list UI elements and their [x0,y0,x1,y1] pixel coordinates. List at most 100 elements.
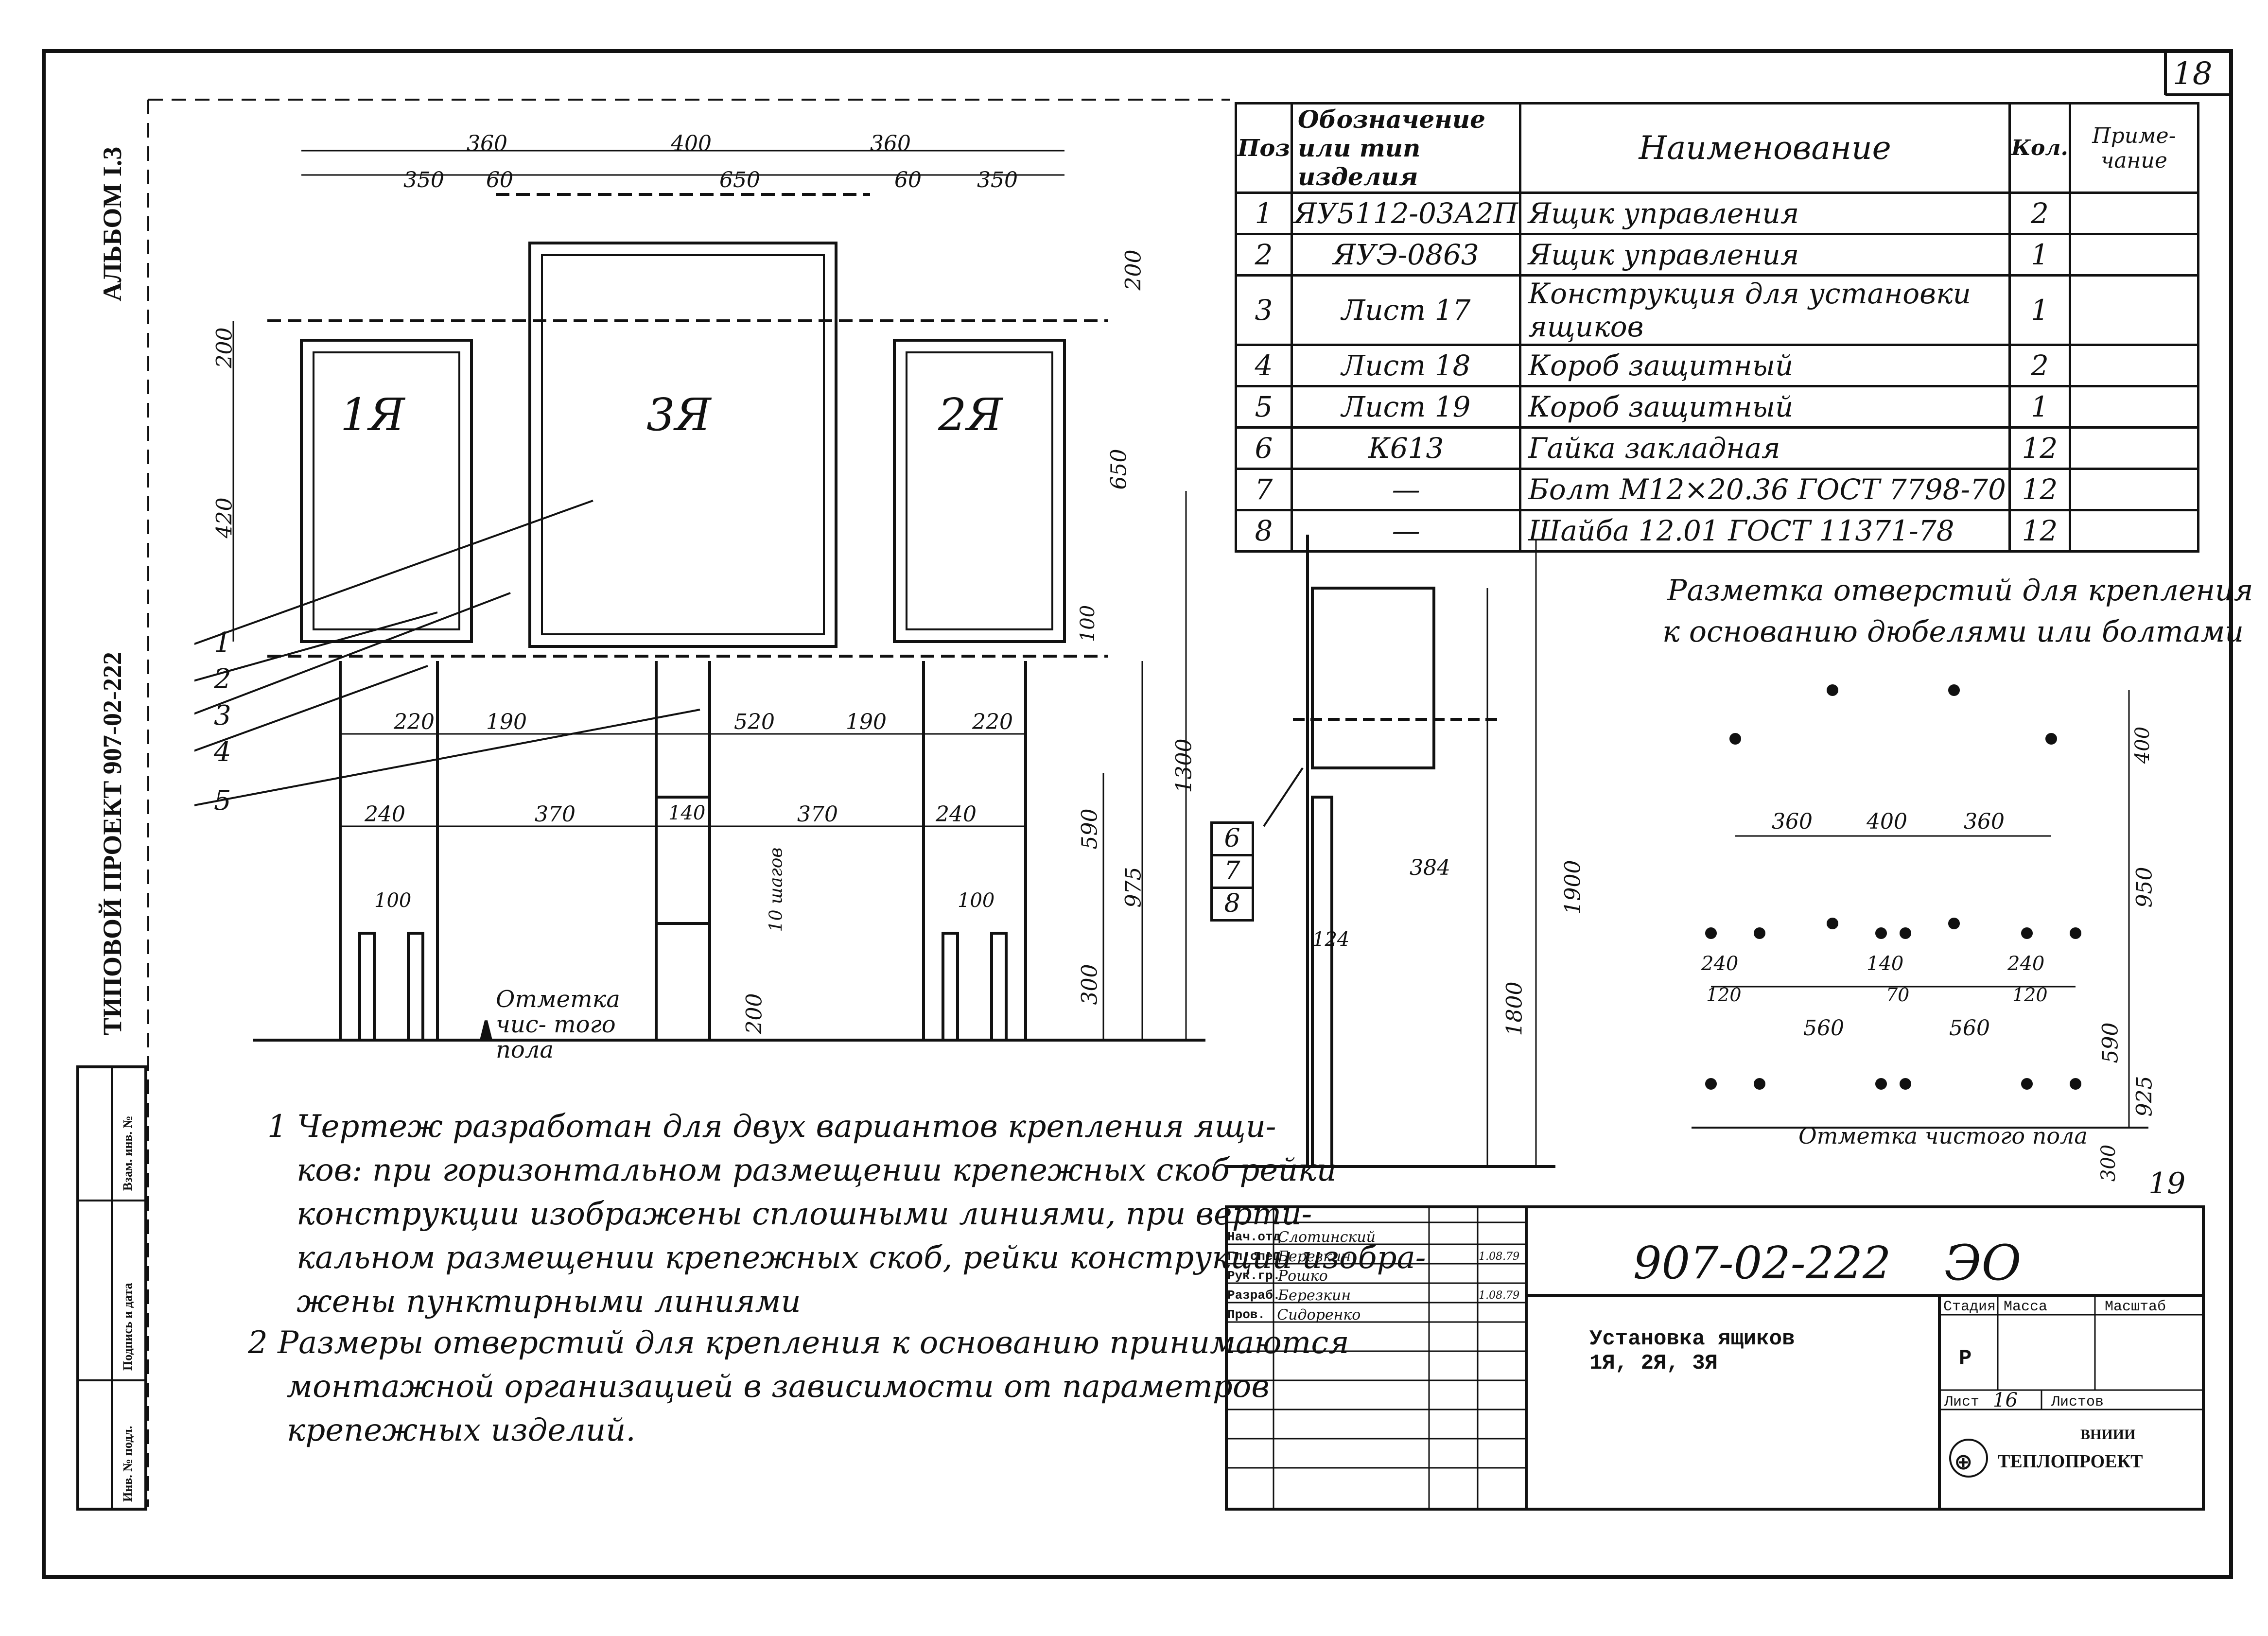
holes-dim-240a: 240 [1701,953,1739,975]
holes-dim-h3: 360 [1964,809,2005,834]
org-line1: ВНИИИ [2080,1427,2136,1443]
role-date: 1.08.79 [1479,1289,1520,1302]
dim-top-3: 360 [870,131,911,156]
spec-cell-note [2068,426,2200,470]
callout-5: 5 [214,785,231,817]
dim-low-2: 370 [535,802,576,827]
dim-low-3: 140 [668,802,706,824]
holes-dim-v3: 590 [2098,1022,2123,1063]
spec-cell-pos: 7 [1235,468,1293,511]
dim-top-1: 360 [467,131,507,156]
dim-vert-1300: 1300 [1171,738,1197,793]
role-name: Березкин [1278,1248,1351,1265]
scale-label: Масштаб [2105,1299,2166,1315]
spec-cell-designation: — [1290,468,1522,511]
note-line-5: жены пунктирными линиями [297,1284,801,1320]
spec-header-pos: Поз [1235,102,1293,194]
holes-drawing [1692,684,2148,1129]
spec-cell-name: Короб защитный [1519,385,2011,429]
role-name: Березкин [1278,1287,1351,1304]
dim-top2-5: 350 [977,168,1018,192]
spec-header-designation: Обозначение или тип изделия [1290,102,1522,194]
note-line-7: монтажной организацией в зависимости от … [287,1369,1270,1405]
spec-cell-designation: Лист 18 [1290,344,1522,387]
holes-title-line1: Разметка отверстий для крепления [1667,574,2253,608]
box-label-1ya: 1Я [340,389,405,441]
holes-dim-120b: 120 [2012,984,2048,1006]
stamp-label-replace: Взам. инв. № [121,1115,135,1191]
dim-vert-200: 200 [742,993,767,1034]
holes-dim-560a: 560 [1803,1016,1844,1041]
dim-mid-1: 220 [394,710,435,734]
org-line2: ТЕПЛОПРОЕКТ [1998,1451,2143,1472]
spec-cell-designation: К613 [1290,426,1522,470]
side-dim-1900: 1900 [1560,860,1586,915]
spec-cell-designation: Лист 19 [1290,385,1522,429]
spec-cell-designation: ЯУЭ-0863 [1290,233,1522,277]
note-line-2: ков: при горизонтальном размещении крепе… [297,1152,1337,1188]
spec-cell-pos: 6 [1235,426,1293,470]
box-label-3ya: 3Я [646,389,711,441]
spec-cell-qty: 2 [2008,344,2071,387]
spec-cell-designation: — [1290,509,1522,553]
holes-dim-70: 70 [1886,984,1910,1006]
dim-mid-3: 520 [734,710,775,734]
dim-top2-1: 350 [403,168,444,192]
spec-header-note: Приме- чание [2068,102,2200,194]
spec-cell-pos: 2 [1235,233,1293,277]
spec-cell-qty: 1 [2008,274,2071,346]
dim-low-4: 370 [797,802,838,827]
dim-left-2: 420 [212,497,237,539]
side-callout-6: 6 [1213,824,1252,856]
dim-top2-4: 60 [894,168,922,192]
callout-1: 1 [214,627,231,659]
role-title: Нач.отд [1227,1230,1281,1244]
spec-cell-name: Гайка закладная [1519,426,2011,470]
dim-vert-590: 590 [1077,808,1102,850]
side-dim-384: 384 [1410,855,1450,880]
dim-mid-4: 190 [846,710,887,734]
spec-cell-note [2068,274,2200,346]
dim-top2-2: 60 [486,168,513,192]
note-line-4: кальном размещении крепежных скоб, рейки… [297,1240,1426,1276]
project-label: ТИПОВОЙ ПРОЕКТ 907-02-222 [98,652,127,1035]
dim-vert-300: 300 [1077,964,1102,1005]
spec-cell-name: Короб защитный [1519,344,2011,387]
dim-right-3: 100 [1077,605,1099,643]
note-line-6: 2 Размеры отверстий для крепления к осно… [248,1325,1349,1361]
role-name: Слотинский [1278,1228,1376,1246]
role-date: 1.08.79 [1479,1250,1520,1263]
dim-low-5: 240 [936,802,977,827]
callout-4: 4 [214,736,231,768]
role-row: Разраб.Березкин 1.08.79 [1227,1286,1526,1305]
dim-bottom-3: 100 [958,889,995,912]
spec-header-name: Наименование [1519,102,2011,194]
spec-cell-designation: ЯУ5112-03А2П [1290,191,1522,235]
holes-dim-v5: 300 [2097,1144,2120,1182]
dim-mid-2: 190 [486,710,527,734]
sheet-label: Лист [1944,1394,1980,1410]
dim-vert-975: 975 [1121,867,1146,908]
role-title: Разраб. [1227,1288,1281,1303]
role-title: Гл.спец [1227,1249,1281,1264]
dim-top2-3: 650 [719,168,760,192]
spec-cell-name: Шайба 12.01 ГОСТ 11371-78 [1519,509,2011,553]
dim-bottom-2: 10 шагов [766,847,786,932]
dim-left-1: 200 [212,327,237,368]
holes-dim-140: 140 [1867,953,1904,975]
stamp-label-sign: Подпись и дата [121,1283,135,1371]
holes-dim-h2: 400 [1867,809,1907,834]
spec-cell-note [2068,233,2200,277]
side-callout-stack: 6 7 8 [1210,821,1254,922]
side-dim-1800: 1800 [1502,981,1527,1036]
